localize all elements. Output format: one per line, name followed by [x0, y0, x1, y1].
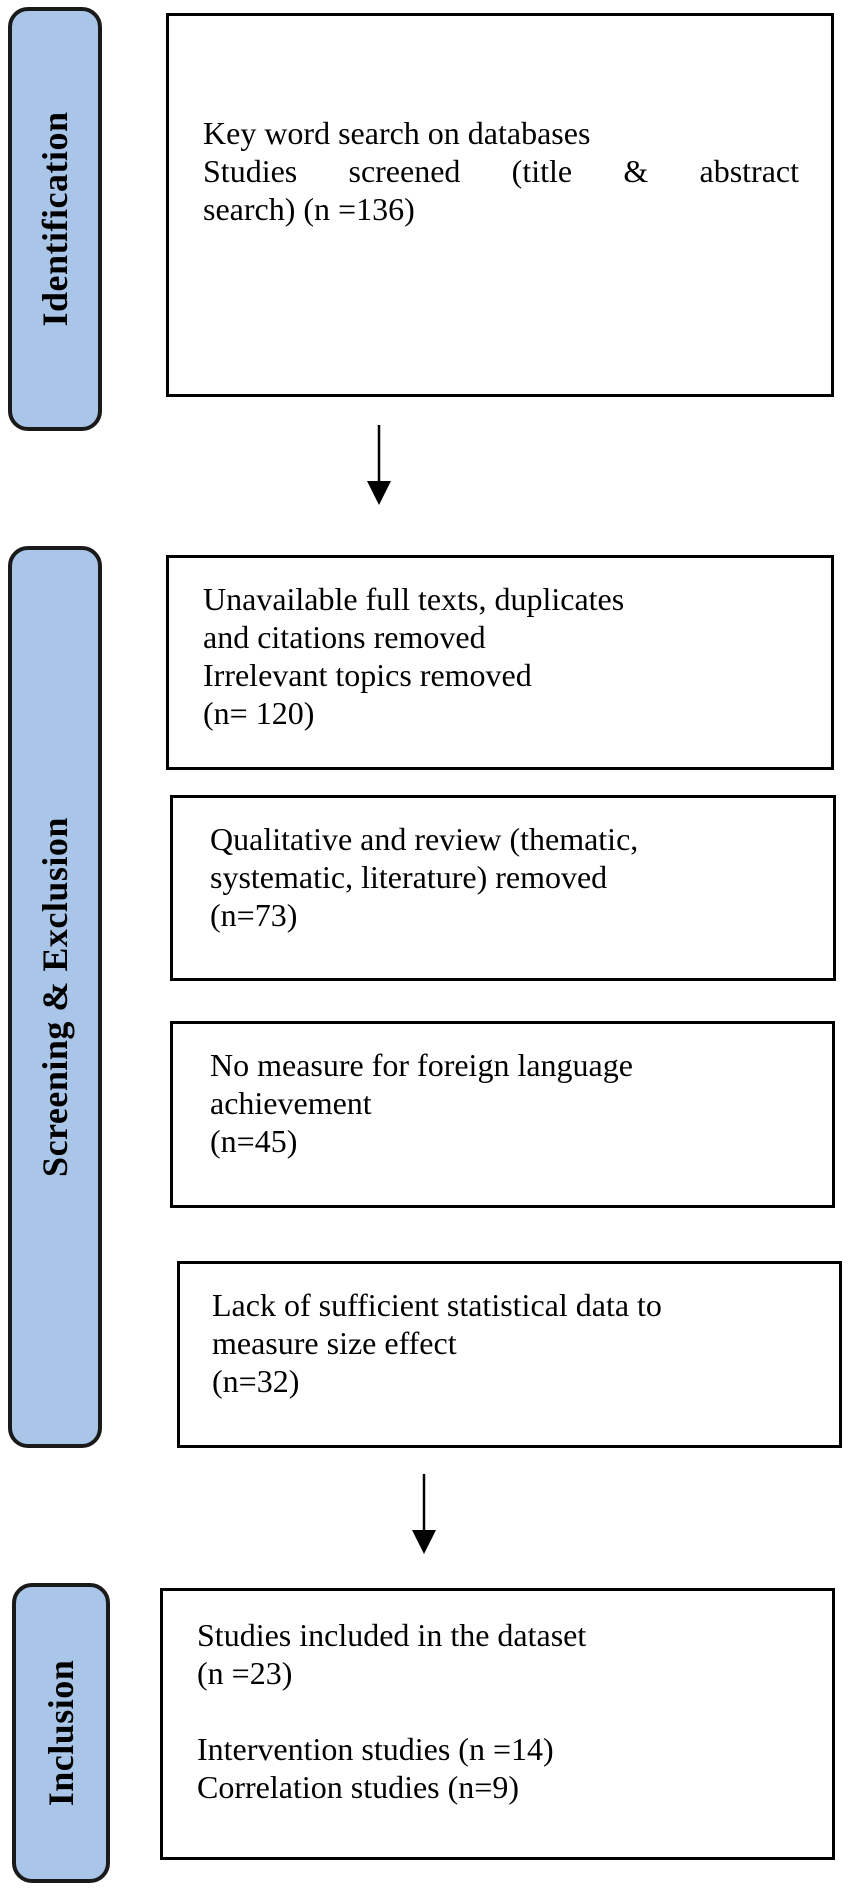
exclusion-box-unavailable: Unavailable full texts, duplicates and c…	[166, 555, 834, 770]
exclusion-box-qualitative: Qualitative and review (thematic, system…	[170, 795, 836, 981]
identification-line-3: search) (n =136)	[203, 191, 415, 227]
exclusion-2-line-1: Qualitative and review (thematic,	[210, 821, 639, 857]
arrow-down-icon	[367, 425, 391, 505]
exclusion-4-line-1: Lack of sufficient statistical data to	[212, 1287, 662, 1323]
exclusion-box-insufficient-data: Lack of sufficient statistical data to m…	[177, 1261, 842, 1448]
identification-box: Key word search on databases Studies scr…	[166, 13, 834, 397]
exclusion-4-line-2: measure size effect	[212, 1325, 457, 1361]
exclusion-1-line-1: Unavailable full texts, duplicates	[203, 581, 625, 617]
exclusion-2-line-2: systematic, literature) removed	[210, 859, 608, 895]
arrow-down-icon	[412, 1474, 436, 1554]
exclusion-1-line-2: and citations removed	[203, 619, 486, 655]
phase-tab-identification: Identification	[8, 7, 102, 431]
exclusion-3-line-2: achievement	[210, 1085, 372, 1121]
identification-line-2: Studies screened (title & abstract	[203, 153, 799, 189]
phase-label-inclusion: Inclusion	[41, 1659, 81, 1807]
exclusion-2-count: (n=73)	[210, 897, 298, 933]
inclusion-spacer	[197, 1692, 812, 1730]
inclusion-line-1: Studies included in the dataset	[197, 1617, 587, 1653]
exclusion-1-count: (n= 120)	[203, 695, 315, 731]
exclusion-3-line-1: No measure for foreign language	[210, 1047, 633, 1083]
phase-tab-inclusion: Inclusion	[12, 1583, 110, 1883]
exclusion-box-no-measure: No measure for foreign language achievem…	[170, 1021, 835, 1208]
inclusion-intervention: Intervention studies (n =14)	[197, 1731, 554, 1767]
inclusion-correlation: Correlation studies (n=9)	[197, 1769, 519, 1805]
inclusion-count: (n =23)	[197, 1655, 293, 1691]
exclusion-3-count: (n=45)	[210, 1123, 298, 1159]
exclusion-4-count: (n=32)	[212, 1363, 300, 1399]
phase-tab-screening-exclusion: Screening & Exclusion	[8, 546, 102, 1448]
inclusion-box: Studies included in the dataset (n =23) …	[160, 1588, 835, 1860]
phase-label-identification: Identification	[35, 111, 75, 327]
identification-line-1: Key word search on databases	[203, 115, 591, 151]
phase-label-screening-exclusion: Screening & Exclusion	[35, 817, 75, 1177]
exclusion-1-line-3: Irrelevant topics removed	[203, 657, 532, 693]
